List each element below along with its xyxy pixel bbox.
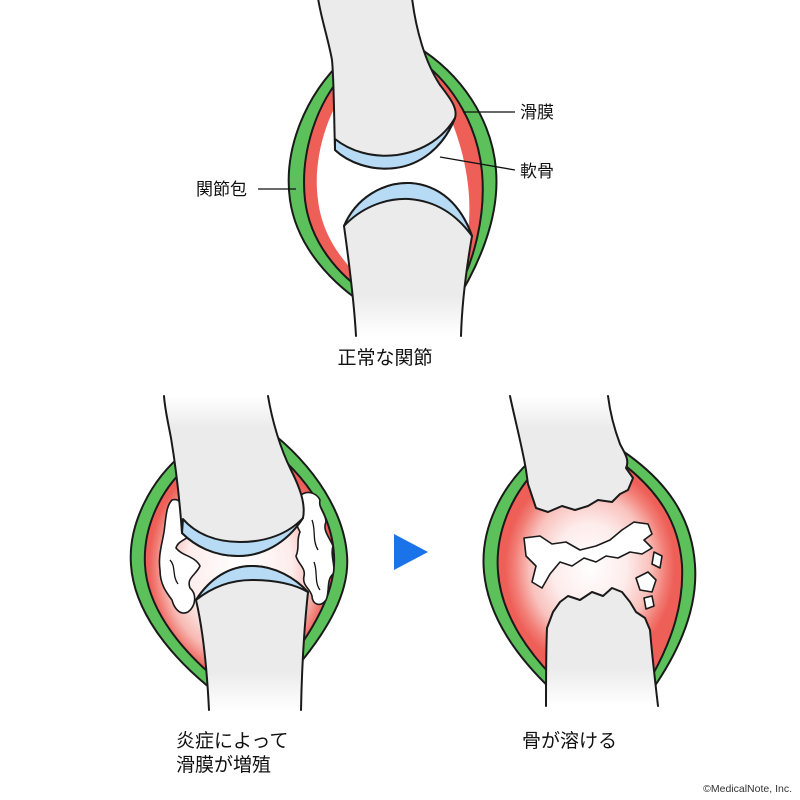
lower-bone-eroded [546,588,658,706]
cartilage-label: 軟骨 [520,162,554,182]
eroded-joint-gap [523,521,653,589]
cartilage-leader-line [439,156,516,171]
bone-erosion-caption: 骨が溶ける [522,730,617,752]
synovium-growth-fold [169,519,321,591]
synovium-growth-right [293,491,335,606]
lower-bone-outline [545,587,659,707]
bone-erosion-joint: 骨が溶ける [482,395,697,752]
lower-bone [196,566,308,710]
inflamed-joint: 炎症によって 滑膜が増殖 [129,395,349,776]
bone-fragment [643,595,655,610]
upper-bone [318,0,456,169]
triangle-right-icon [394,534,428,570]
upper-bone-outline [509,395,634,513]
bone-fragment [651,551,663,569]
lower-cartilage [343,181,473,237]
normal-joint-caption: 正常な関節 [337,347,432,369]
upper-cartilage [334,117,456,170]
normal-joint: 滑膜 軟骨 関節包 正常な関節 [196,0,554,369]
lower-bone [344,182,472,336]
capsule-label: 関節包 [196,180,247,200]
upper-bone-eroded [510,396,633,512]
copyright-credit: ©MedicalNote, Inc. [703,783,792,795]
upper-cartilage [181,517,304,557]
upper-bone [164,396,304,556]
synovium-label: 滑膜 [520,103,554,123]
inflamed-caption-line-1: 炎症によって [176,730,288,752]
inflamed-caption-line-2: 滑膜が増殖 [176,754,271,776]
lower-cartilage [195,565,309,601]
bone-fragment [635,571,657,593]
